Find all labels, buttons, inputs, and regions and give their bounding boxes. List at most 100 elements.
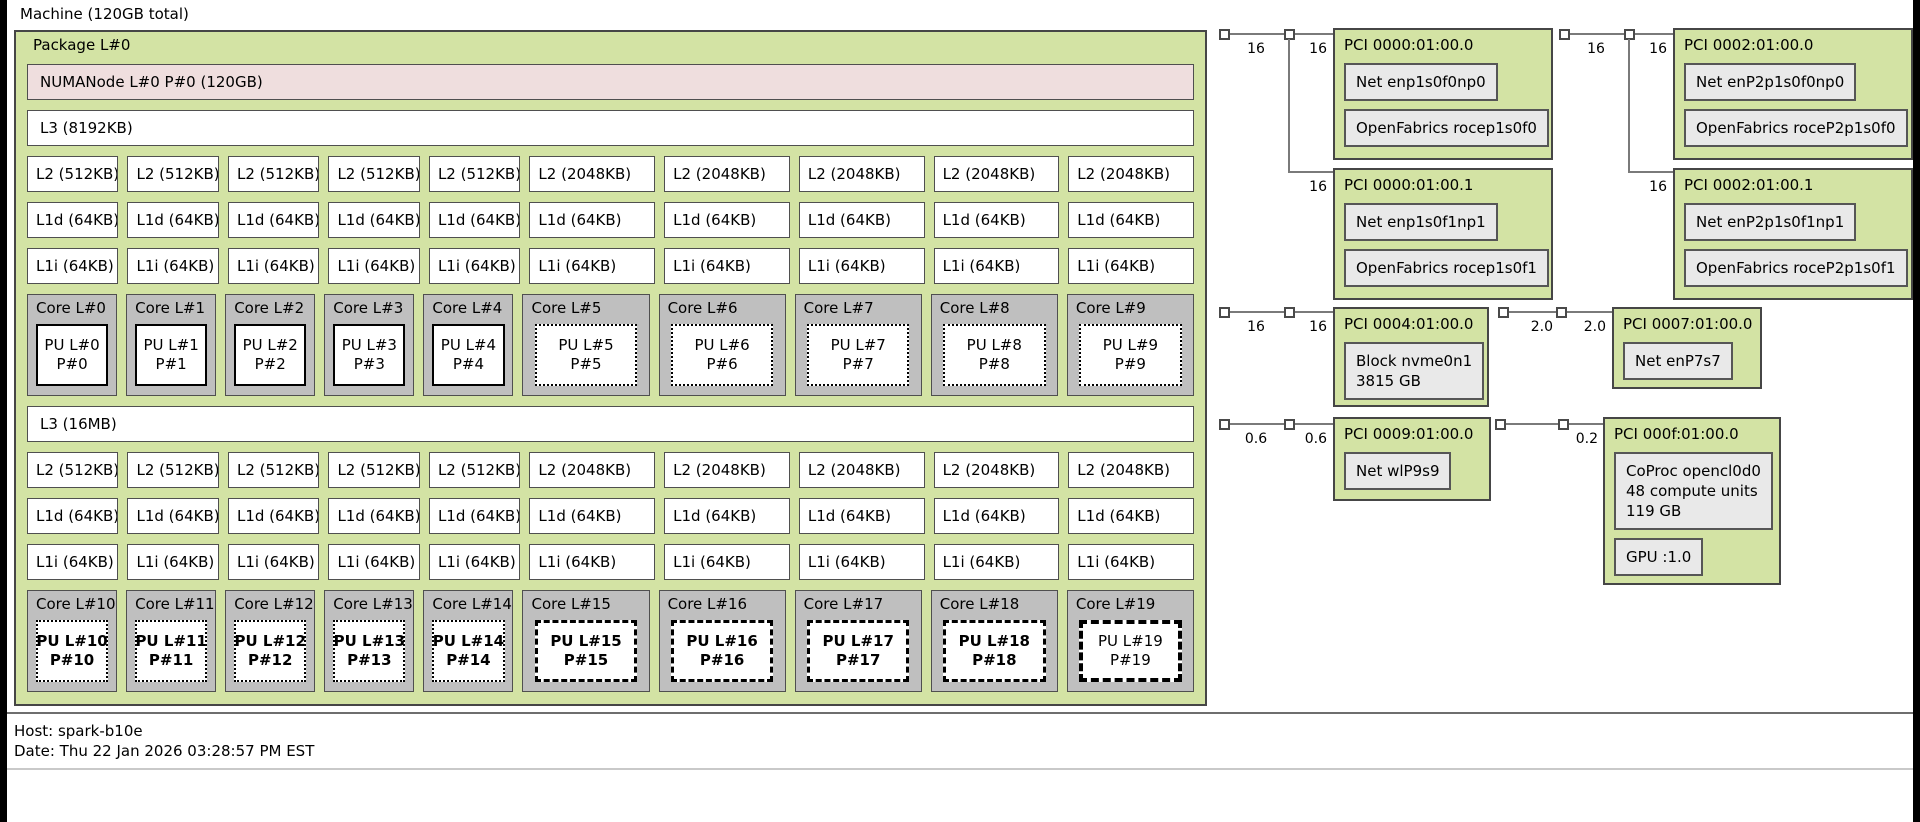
cache-box: L1i (64KB) [328,248,420,284]
core-label: Core L#13 [333,595,413,613]
link-speed-label: 16 [1247,41,1265,57]
l1i-row: L1i (64KB)L1i (64KB)L1i (64KB)L1i (64KB)… [27,248,1195,284]
pci-device-label: OpenFabrics rocep1s0f1 [1356,259,1537,277]
link-speed-label: 16 [1649,179,1667,195]
cache-box: L1d (64KB) [428,202,521,238]
cache-box: L2 (2048KB) [933,452,1060,488]
pu-logical-label: PU L#2 [242,336,298,354]
cache-box: L1d (64KB) [529,202,656,238]
cache-box: L1d (64KB) [328,498,420,534]
pci-device-label: Net enp1s0f0np0 [1356,73,1486,91]
l2-row: L2 (512KB)L2 (512KB)L2 (512KB)L2 (512KB)… [27,156,1195,192]
pci-device-box: OpenFabrics roceP2p1s0f0 [1684,109,1908,147]
cache-box: L2 (2048KB) [798,156,925,192]
core-label: Core L#6 [667,299,738,317]
pci-device-label: OpenFabrics rocep1s0f0 [1356,119,1537,137]
pci-link-line [1288,39,1290,173]
pci-title: PCI 0000:01:00.1 [1344,176,1474,194]
pci-device-label: OpenFabrics roceP2p1s0f1 [1696,259,1896,277]
package-label: Package L#0 [33,36,131,54]
pci-link-line [1295,33,1333,35]
pu-physical-label: P#17 [835,651,881,669]
cache-box: L2 (512KB) [328,156,420,192]
pu-physical-label: P#10 [49,651,95,669]
core-label: Core L#1 [135,299,206,317]
pci-device-box: Net enP2p1s0f0np0 [1684,63,1857,101]
link-speed-label: 0.6 [1244,431,1268,447]
core-label: Core L#12 [234,595,314,613]
cache-box: L1d (64KB) [127,202,219,238]
pu-physical-label: P#7 [842,355,874,373]
pu-logical-label: PU L#17 [822,632,894,650]
cache-box: L2 (512KB) [227,452,320,488]
numa-node-box: NUMANode L#0 P#0 (120GB) [27,64,1194,100]
window-edge-left [0,0,7,822]
window-edge-right [1913,0,1920,822]
core-label: Core L#7 [803,299,874,317]
cache-box: L1i (64KB) [428,544,521,580]
cache-box: L1d (64KB) [1068,498,1195,534]
link-speed-label: 2.0 [1583,319,1606,335]
cache-box: L1d (64KB) [27,498,119,534]
pu-logical-label: PU L#4 [440,336,497,354]
core-label: Core L#5 [531,299,602,317]
pci-device-label: GPU :1.0 [1626,548,1692,566]
pci-device-box: OpenFabrics rocep1s0f1 [1344,249,1549,287]
pu-logical-label: PU L#8 [966,336,1022,354]
pci-device-label: 119 GB [1626,502,1682,520]
cache-box: L1d (64KB) [933,202,1060,238]
cache-box: L1d (64KB) [227,498,320,534]
core-label: Core L#17 [803,595,884,613]
cache-box: L2 (512KB) [27,156,119,192]
core-label: Core L#10 [36,595,116,613]
cache-box: L1i (64KB) [127,544,219,580]
cache-box: L1d (64KB) [798,202,925,238]
date-label: Date: Thu 22 Jan 2026 03:28:57 PM EST [14,742,315,760]
pu-physical-label: P#9 [1114,355,1146,373]
cache-box: L2 (512KB) [127,156,219,192]
machine-label: Machine (120GB total) [20,5,189,23]
pu-logical-label: PU L#14 [432,632,505,650]
cache-box: L2 (512KB) [27,452,119,488]
pci-link-line [1230,33,1284,35]
cache-box: L1i (64KB) [1068,544,1195,580]
pci-link-line [1230,311,1284,313]
core-label: Core L#16 [667,595,748,613]
pci-device-label: 3815 GB [1356,372,1421,390]
core-label: Core L#9 [1075,299,1146,317]
pu-logical-label: PU L#9 [1102,336,1159,354]
pu-physical-label: P#4 [452,355,484,373]
hostbridge-square [1498,307,1509,318]
pci-box: PCI 0009:01:00.0 Net wlP9s9 [1333,417,1491,501]
pu-logical-label: PU L#13 [333,632,406,650]
pci-box: PCI 0007:01:00.0 Net enP7s7 [1612,307,1762,389]
pu-physical-label: P#16 [699,651,745,669]
cache-box: L1d (64KB) [933,498,1060,534]
hostbridge-square [1219,29,1230,40]
pci-title: PCI 0000:01:00.0 [1344,36,1474,54]
l2-row: L2 (512KB)L2 (512KB)L2 (512KB)L2 (512KB)… [27,452,1195,488]
pci-device-box: Net wlP9s9 [1344,452,1452,490]
l3-cache-box: L3 (8192KB) [27,110,1194,146]
bridge-square [1558,419,1569,430]
pu-logical-label: PU L#1 [143,336,199,354]
l1d-row: L1d (64KB)L1d (64KB)L1d (64KB)L1d (64KB)… [27,202,1195,238]
l1i-row: L1i (64KB)L1i (64KB)L1i (64KB)L1i (64KB)… [27,544,1195,580]
